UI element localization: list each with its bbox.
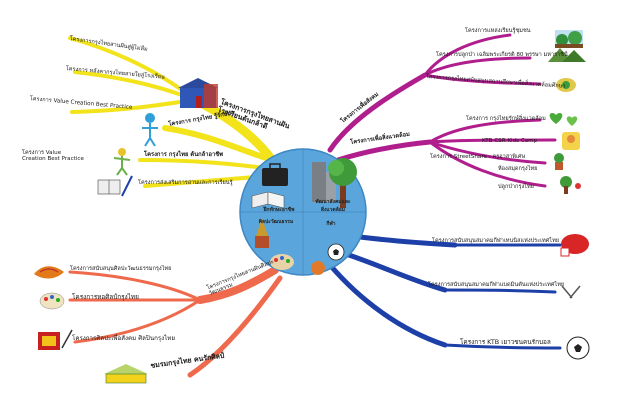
magenta-bottom-item-1: โครงการ กรุงไทยรักษ์สิ่งแวดล้อม bbox=[466, 116, 546, 122]
magenta-branch-lines bbox=[327, 33, 557, 188]
thai-pavilion-icon bbox=[104, 364, 148, 384]
leaf-hearts-icon bbox=[549, 113, 578, 126]
kids-camp-icon bbox=[562, 132, 580, 150]
yellow-item-7: โครงการส่งเสริมการอ่านและการเรียนรู้ bbox=[138, 180, 233, 186]
tree-people-icon bbox=[560, 176, 581, 194]
center-label-sports: กีฬา bbox=[326, 221, 336, 227]
magenta-top-item-1: โครงการแหล่งเรียนรู้ชุมชน bbox=[465, 28, 531, 34]
orange-item-3: โครงการศิลปะเพื่อสังคม ศิลปินกรุงไทย bbox=[72, 335, 175, 342]
blue-branch-lines bbox=[327, 232, 562, 350]
figure-icon bbox=[142, 113, 158, 147]
center-label-society: พัฒนาสังคมและสิ่งแวดล้อม bbox=[315, 199, 351, 213]
magenta-bottom-item-3: โครงการ StreetShare - ครูอาสาพิเศษ bbox=[430, 154, 526, 160]
book-pen-icon bbox=[97, 175, 133, 197]
yellow-item-6: โครงการ กรุงไทย ต้นกล้าอาชีพ bbox=[144, 152, 223, 158]
school-building-icon bbox=[178, 78, 218, 108]
blue-item-3: โครงการ KTB เยาวชนคนรักบอล bbox=[460, 338, 551, 346]
center-label-culture: ศิลปะวัฒนธรรม bbox=[258, 219, 294, 225]
dragon-flame-icon bbox=[34, 266, 64, 279]
temple-icon bbox=[255, 218, 269, 248]
orange-branch-lines bbox=[68, 266, 283, 378]
open-book-icon bbox=[251, 191, 285, 209]
palette-icon bbox=[39, 292, 65, 310]
soccer-ball-icon bbox=[327, 243, 345, 261]
magenta-bottom-item-2: KTB CSR Kids Camp bbox=[482, 138, 538, 144]
blue-item-2: โครงการสนับสนุนสมาคมกีฬาแบดมินตันแห่งประ… bbox=[428, 282, 565, 288]
plant-pot-icon bbox=[554, 153, 564, 170]
framed-art-icon bbox=[38, 329, 73, 350]
trees-landscape-icon bbox=[555, 30, 583, 48]
orange-item-2: โครงการหอศิลป์กรุงไทย bbox=[72, 293, 139, 301]
football-icon bbox=[566, 336, 590, 360]
person-icon bbox=[113, 148, 131, 176]
boxing-glove-icon bbox=[560, 234, 589, 257]
basketball-icon bbox=[311, 261, 325, 275]
paint-palette-icon bbox=[270, 254, 294, 270]
badminton-icon bbox=[561, 285, 581, 299]
buildings-icon bbox=[312, 162, 336, 202]
center-label-skills: ฝึกทักษะอาชีพ bbox=[263, 207, 295, 213]
mountain-trees-icon bbox=[548, 48, 586, 62]
magenta-top-item-2: โครงการปลูกป่า เฉลิมพระเกียรติ 80 พรรษา … bbox=[436, 52, 568, 58]
tree-icon bbox=[328, 158, 357, 208]
magenta-bottom-item-4: ห้องสมุดกรุงไทย bbox=[498, 166, 538, 172]
magenta-bottom-item-5: ปลูกป่ากรุงไทย bbox=[498, 184, 534, 190]
yellow-item-5: โครงการ Value Creation Best Practice bbox=[22, 150, 84, 163]
briefcase-icon bbox=[262, 163, 288, 186]
blue-item-1: โครงการสนับสนุนสมาคมกีฬาเทนนิสแห่งประเทศ… bbox=[432, 238, 560, 244]
recycle-badge-icon bbox=[556, 78, 576, 92]
orange-item-1: โครงการสนับสนุนศิลปะวัฒนธรรมกรุงไทย bbox=[70, 266, 172, 272]
